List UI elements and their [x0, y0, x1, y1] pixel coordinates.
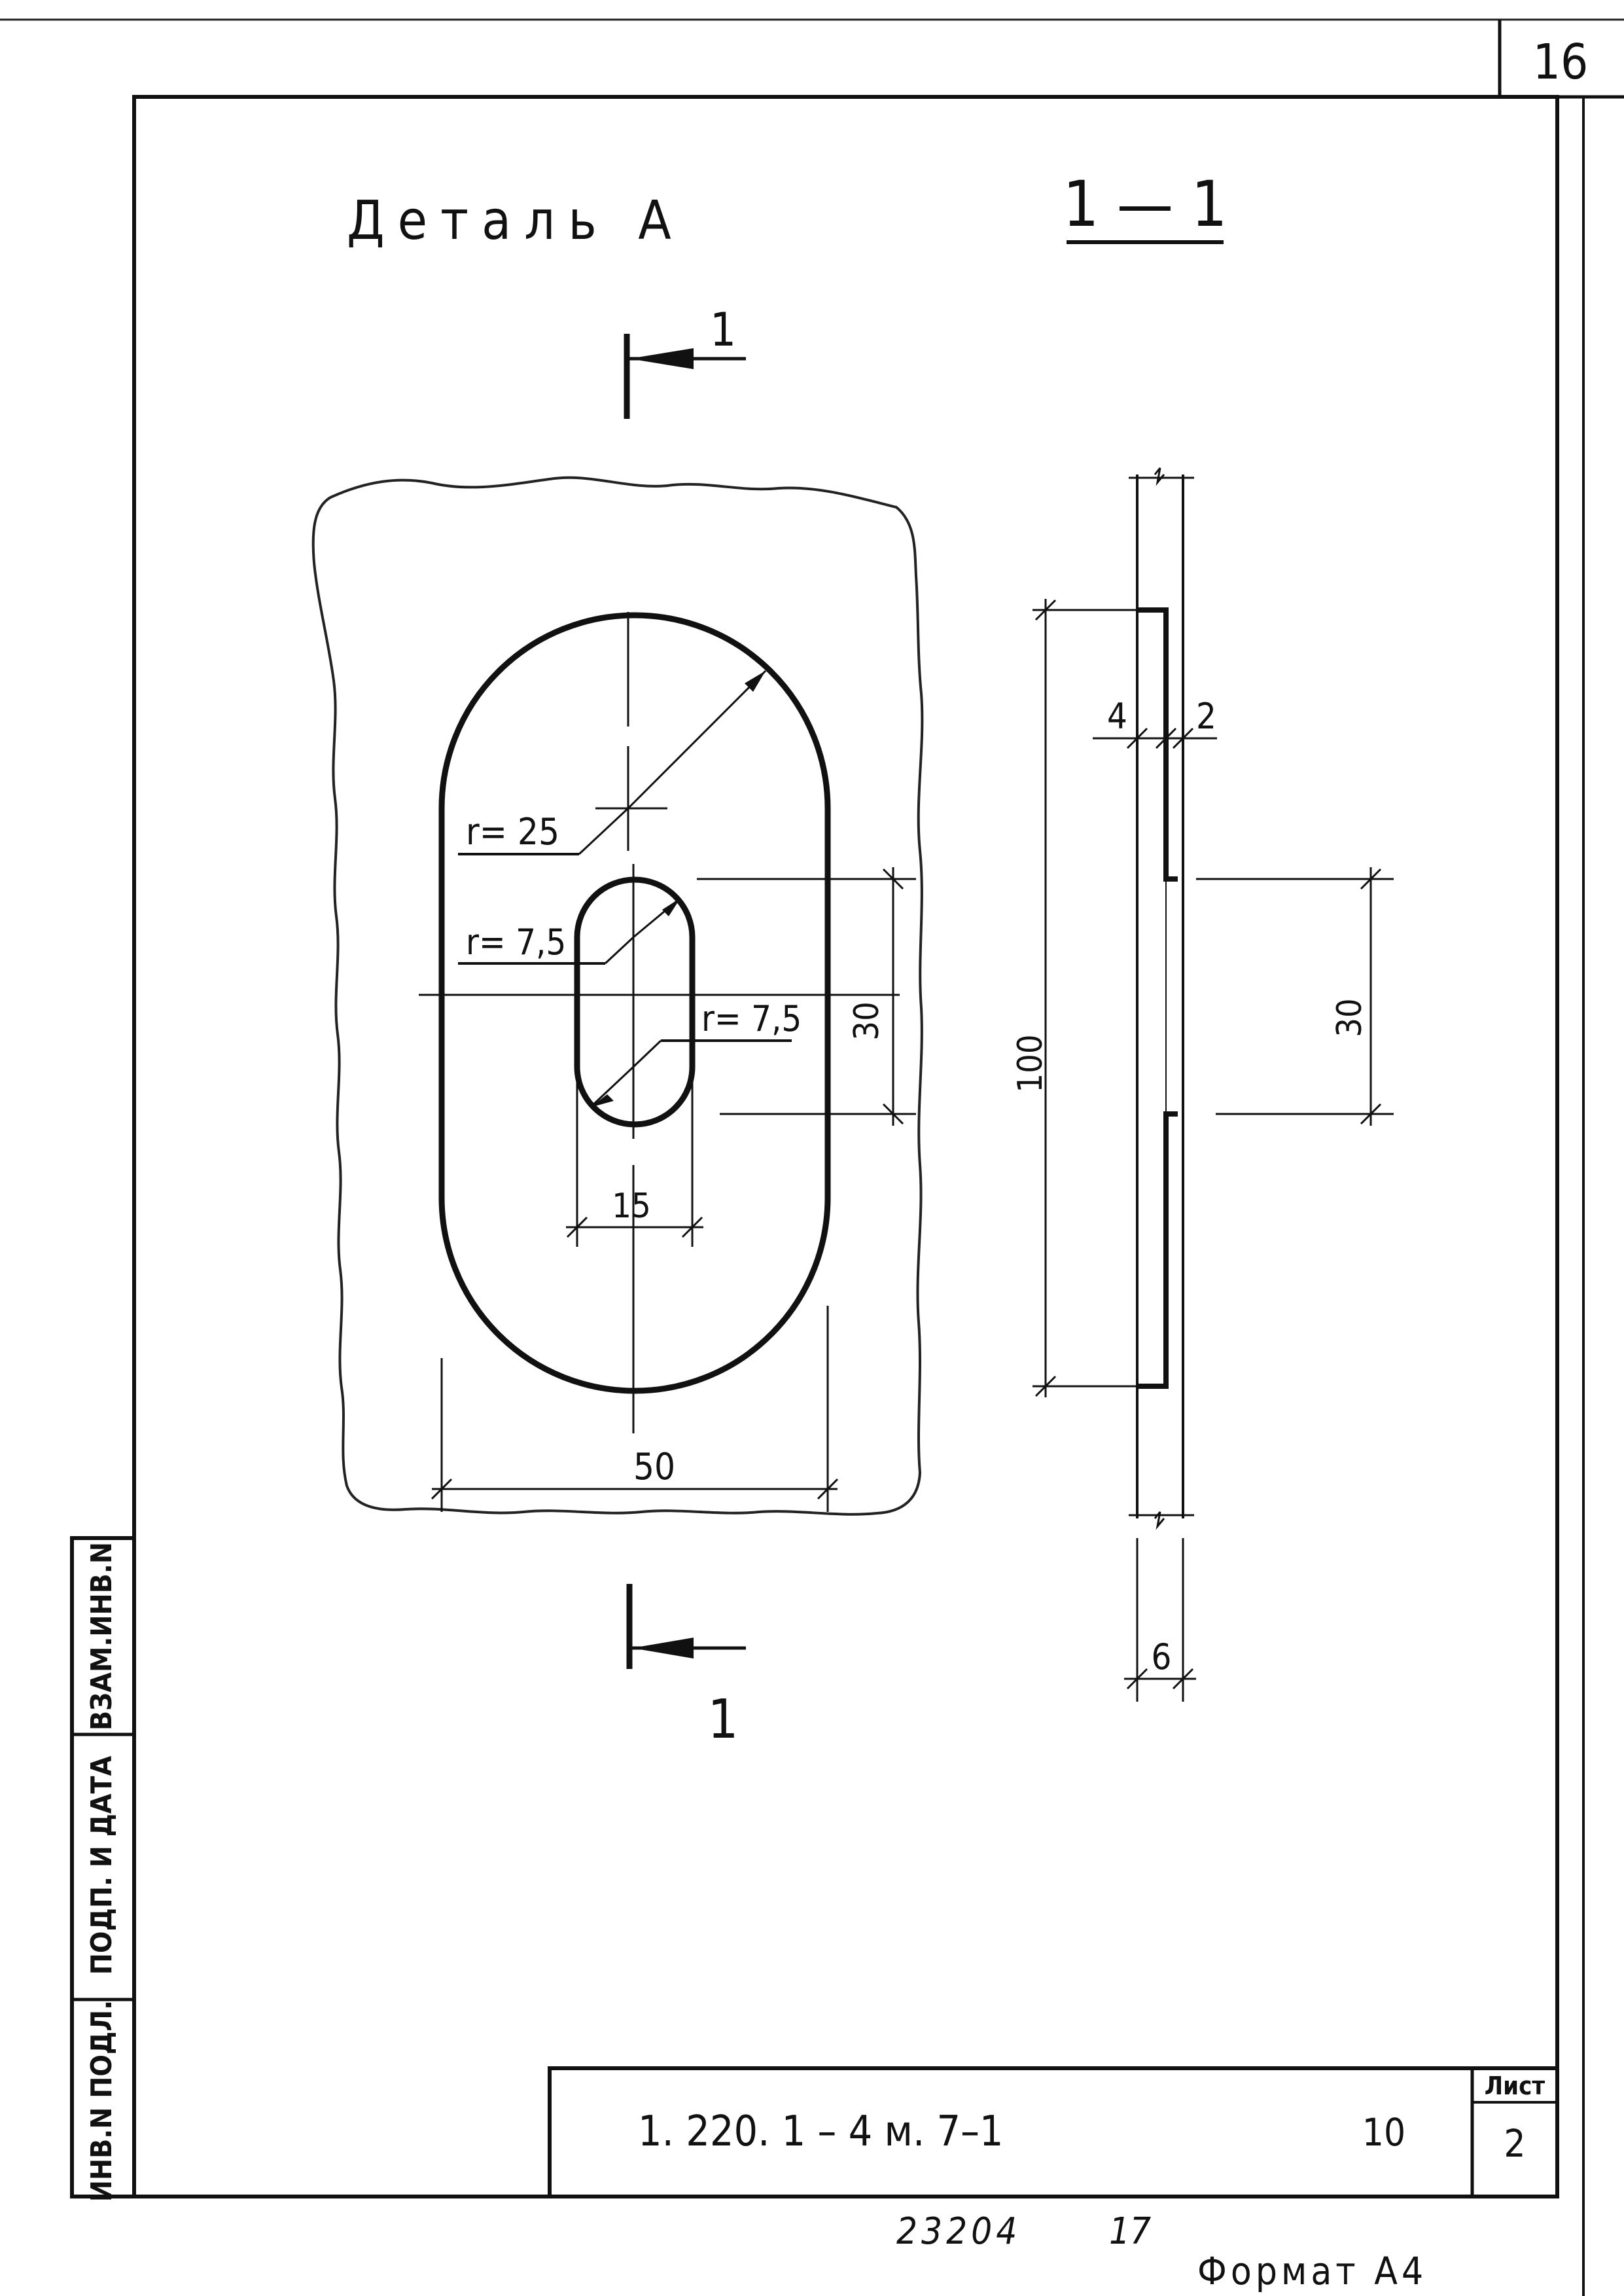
- drawing-frame: [132, 95, 1559, 2198]
- thickness-right-label: 2: [1196, 696, 1216, 737]
- overall-width-label: 50: [633, 1446, 675, 1488]
- section-view: 4 2 100 30 6: [1011, 467, 1394, 1702]
- section-mark-bottom-label: 1: [708, 1689, 739, 1751]
- total-thickness-label: 6: [1152, 1636, 1172, 1677]
- side-stamp: ВЗАМ.ИНВ.N ПОДП. И ДАТА ИНВ.N ПОДЛ.: [70, 1536, 136, 2202]
- sheet-number: 2: [1504, 2121, 1525, 2166]
- opening-label: 30: [1330, 998, 1369, 1037]
- title-block: 1. 220. 1 – 4 м. 7–1 10 Лист 2: [548, 2066, 1559, 2198]
- section-title: 1 — 1: [1063, 168, 1227, 241]
- stamp-cell-top: ВЗАМ.ИНВ.N: [85, 1542, 118, 1731]
- designation: 1. 220. 1 – 4 м. 7–1: [638, 2108, 1004, 2156]
- section-mark-bottom: 1: [626, 1584, 746, 1751]
- plate-section-lower: [1137, 1111, 1178, 1389]
- section-mark-top-label: 1: [710, 303, 736, 357]
- stamp-cell-middle: ПОДП. И ДАТА: [85, 1755, 118, 1975]
- archive-suffix: 17: [1109, 2210, 1151, 2253]
- section-mark-top: 1: [624, 303, 746, 419]
- outer-radius-label: r= 25: [466, 811, 559, 853]
- outer-plate-outline: [438, 612, 831, 1394]
- length-label: 100: [1011, 1034, 1050, 1092]
- plate-section-upper: [1137, 607, 1178, 882]
- inner-radius-top-label: r= 7,5: [466, 922, 566, 963]
- thickness-left-label: 4: [1107, 696, 1127, 737]
- page-number: 16: [1533, 34, 1589, 90]
- wall-break-outline: [311, 476, 924, 1516]
- slot-height-label: 30: [847, 1001, 887, 1041]
- sheet-count: 10: [1362, 2110, 1405, 2155]
- detail-title: Деталь А: [347, 190, 684, 252]
- stamp-cell-bottom: ИНВ.N ПОДЛ.: [85, 2000, 118, 2202]
- front-view: r= 25 r= 7,5 r= 7,5 30 15 50: [311, 476, 924, 1516]
- format-label: Формат А4: [1197, 2249, 1427, 2293]
- sheet-header: Лист: [1485, 2072, 1545, 2100]
- slot-width-label: 15: [612, 1187, 651, 1226]
- archive-number: 23204: [896, 2210, 1021, 2253]
- slot-outline: [574, 876, 696, 1128]
- page-number-box: 16: [1498, 20, 1624, 99]
- inner-radius-bottom-label: r= 7,5: [701, 998, 802, 1039]
